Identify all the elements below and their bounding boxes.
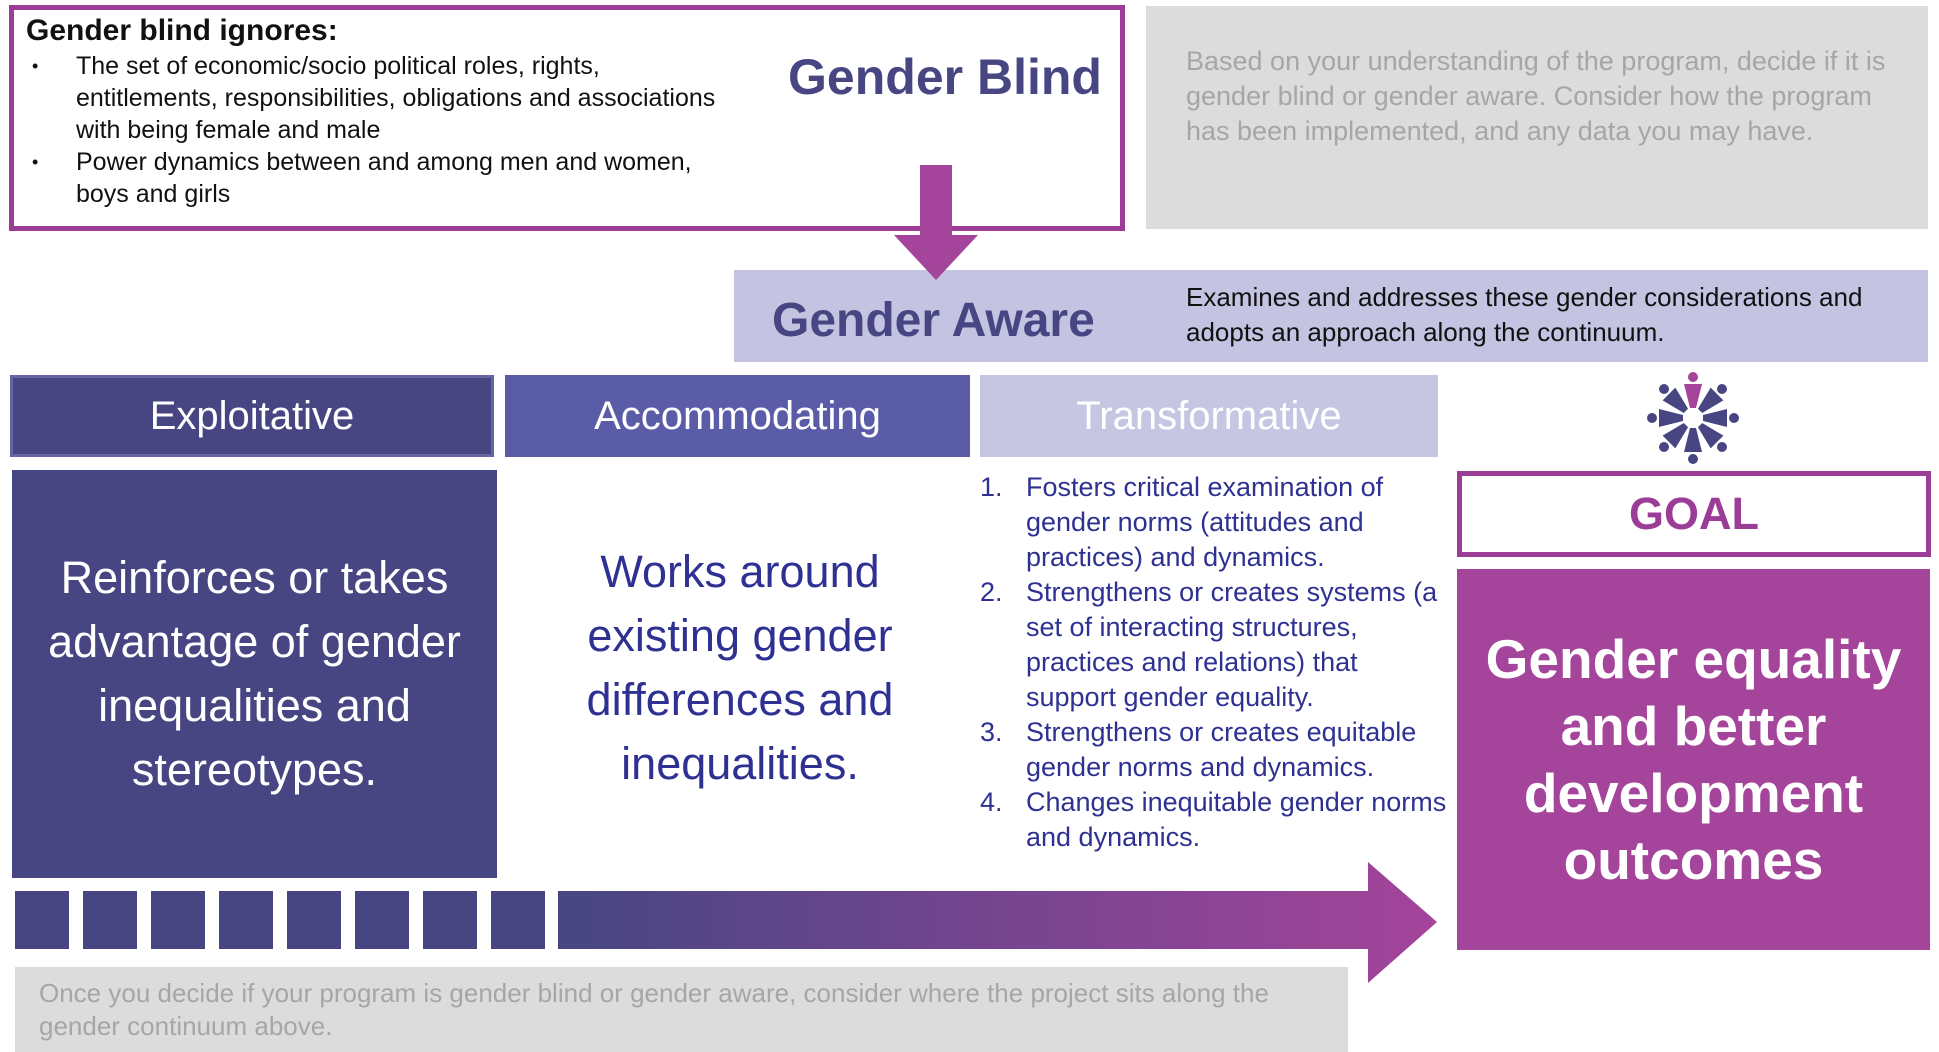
down-arrow-icon — [894, 165, 978, 280]
person-figure — [1684, 372, 1702, 408]
continuum-square — [355, 891, 409, 949]
person-figure — [1659, 422, 1689, 452]
gender-aware-description: Examines and addresses these gender cons… — [1186, 282, 1863, 347]
person-figure — [1659, 384, 1689, 414]
transformative-list: 1. Fosters critical examination of gender… — [978, 470, 1448, 855]
gender-aware-band — [734, 270, 1928, 362]
continuum-square — [219, 891, 273, 949]
transformative-item-text: Fosters critical examination of gender n… — [1026, 472, 1384, 572]
continuum-squares — [15, 891, 545, 949]
continuum-square — [491, 891, 545, 949]
gender-blind-list: • The set of economic/socio political rol… — [26, 50, 726, 210]
gender-blind-heading: Gender blind ignores: — [26, 14, 338, 47]
gender-blind-bullet-text: Power dynamics between and among men and… — [76, 148, 692, 208]
transformative-item-text: Strengthens or creates equitable gender … — [1026, 717, 1417, 782]
person-figure — [1647, 409, 1683, 427]
transformative-item-text: Strengthens or creates systems (a set of… — [1026, 577, 1438, 712]
transformative-item: 4. Changes inequitable gender norms and d… — [978, 785, 1448, 855]
gender-blind-box — [9, 5, 1125, 231]
continuum-square — [15, 891, 69, 949]
exploitative-description: Reinforces or takes advantage of gender … — [48, 552, 461, 795]
gender-blind-title: Gender Blind — [788, 49, 1102, 105]
gender-aware-title: Gender Aware — [772, 294, 1095, 347]
gender-blind-bullet-item: • Power dynamics between and among men an… — [26, 146, 726, 210]
continuum-square — [423, 891, 477, 949]
transformative-item-number: 1. — [980, 472, 1003, 502]
transformative-item: 3. Strengthens or creates equitable gende… — [978, 715, 1448, 785]
transformative-item-text: Changes inequitable gender norms and dyn… — [1026, 787, 1447, 852]
instruction-note-bottom: Once you decide if your program is gende… — [15, 967, 1348, 1052]
transformative-item-number: 3. — [980, 717, 1003, 747]
exploitative-header: Exploitative — [10, 375, 494, 457]
continuum-square — [287, 891, 341, 949]
transformative-item-number: 4. — [980, 787, 1003, 817]
continuum-square — [83, 891, 137, 949]
gender-blind-bullet-text: The set of economic/socio political role… — [76, 52, 716, 144]
transformative-header: Transformative — [980, 375, 1438, 457]
instruction-note-top: Based on your understanding of the progr… — [1146, 6, 1928, 229]
person-figure — [1697, 422, 1727, 452]
transformative-label: Transformative — [1076, 393, 1342, 438]
accommodating-header: Accommodating — [505, 375, 970, 457]
right-arrow-icon — [558, 862, 1437, 983]
accommodating-description: Works around existing gender differences… — [586, 546, 894, 789]
gender-blind-bullet-item: • The set of economic/socio political rol… — [26, 50, 726, 146]
goal-label: GOAL — [1457, 471, 1931, 557]
goal-box: Gender equality and better development o… — [1457, 569, 1930, 950]
exploitative-label: Exploitative — [149, 393, 355, 438]
person-figure — [1684, 428, 1702, 464]
exploitative-box: Reinforces or takes advantage of gender … — [12, 470, 497, 878]
person-figure — [1703, 409, 1739, 427]
bullet-icon: • — [32, 152, 39, 172]
person-figure — [1697, 384, 1727, 414]
people-circle-icon — [1647, 372, 1739, 464]
transformative-item: 2. Strengthens or creates systems (a set … — [978, 575, 1448, 715]
accommodating-label: Accommodating — [594, 393, 881, 438]
transformative-item: 1. Fosters critical examination of gender… — [978, 470, 1448, 575]
goal-text: Gender equality and better development o… — [1485, 627, 1902, 891]
transformative-item-number: 2. — [980, 577, 1003, 607]
continuum-square — [151, 891, 205, 949]
bullet-icon: • — [32, 56, 39, 76]
